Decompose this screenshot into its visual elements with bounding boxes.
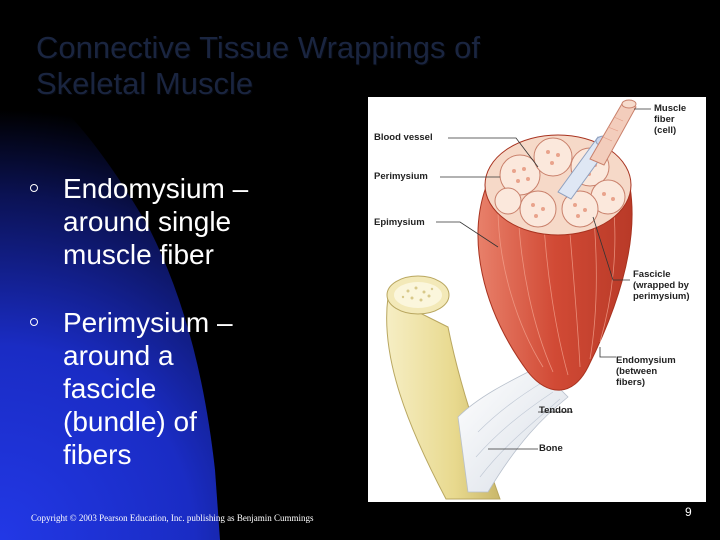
label-line: fiber <box>654 114 686 125</box>
slide-title: Connective Tissue Wrappings of Skeletal … <box>36 30 636 102</box>
bullet-line: Perimysium – <box>63 306 363 339</box>
label-line: (cell) <box>654 125 686 136</box>
title-line-1: Connective Tissue Wrappings of <box>36 30 636 66</box>
bullet-dot-icon <box>30 318 38 326</box>
bullet-line: Endomysium – <box>63 172 363 205</box>
bullet-line: around a <box>63 339 363 372</box>
bullet-line: fascicle <box>63 372 363 405</box>
label-epimysium: Epimysium <box>374 217 425 228</box>
label-muscle-fiber: Muscle fiber (cell) <box>654 103 686 136</box>
bullet-line: fibers <box>63 438 363 471</box>
copyright-footer: Copyright © 2003 Pearson Education, Inc.… <box>31 513 314 523</box>
label-line: Endomysium <box>616 355 676 366</box>
bullet-line: muscle fiber <box>63 238 363 271</box>
label-endomysium: Endomysium (between fibers) <box>616 355 676 388</box>
label-line: Fascicle <box>633 269 690 280</box>
label-line: (between <box>616 366 676 377</box>
label-line: perimysium) <box>633 291 690 302</box>
bullet-line: around single <box>63 205 363 238</box>
muscle-anatomy-figure: Muscle fiber (cell) Blood vessel Perimys… <box>368 97 706 502</box>
label-tendon: Tendon <box>539 405 573 416</box>
label-line: (wrapped by <box>633 280 690 291</box>
bullet-line: (bundle) of <box>63 405 363 438</box>
label-bone: Bone <box>539 443 563 454</box>
label-perimysium: Perimysium <box>374 171 428 182</box>
page-number: 9 <box>685 505 692 519</box>
label-blood-vessel: Blood vessel <box>374 132 433 143</box>
label-line: Muscle <box>654 103 686 114</box>
label-fascicle: Fascicle (wrapped by perimysium) <box>633 269 690 302</box>
label-line: fibers) <box>616 377 676 388</box>
bullet-dot-icon <box>30 184 38 192</box>
